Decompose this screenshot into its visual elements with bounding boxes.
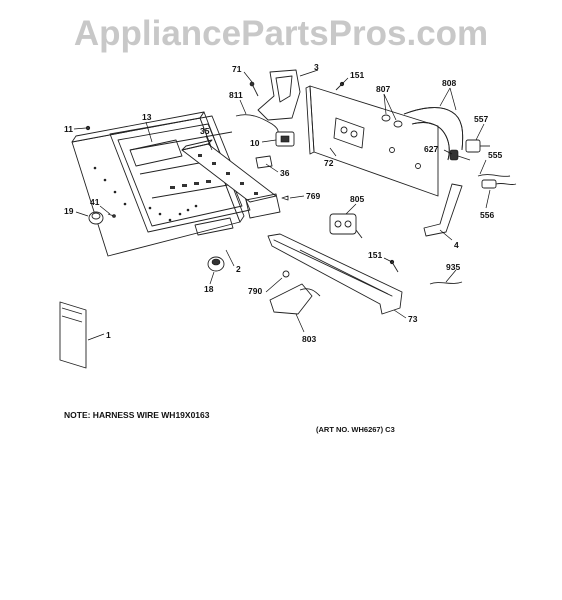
label-151-bottom: 151 — [368, 250, 382, 260]
part-790-clip — [282, 270, 290, 278]
label-555: 555 — [488, 150, 502, 160]
part-35-switch-board — [181, 139, 281, 219]
part-935-wire — [429, 281, 463, 285]
label-73: 73 — [408, 314, 418, 324]
label-811: 811 — [229, 90, 243, 100]
label-807: 807 — [376, 84, 390, 94]
label-3: 3 — [314, 62, 319, 72]
part-769-clip — [281, 195, 289, 201]
label-805: 805 — [350, 194, 364, 204]
label-151-top: 151 — [350, 70, 364, 80]
label-808: 808 — [442, 78, 456, 88]
part-72-back-panel — [305, 85, 439, 197]
part-555-wire — [477, 174, 511, 177]
part-10-switch — [275, 131, 295, 147]
part-18-knob — [207, 256, 225, 272]
part-41-knob-clip — [107, 213, 116, 218]
label-4: 4 — [454, 240, 459, 250]
label-2: 2 — [236, 264, 241, 274]
label-19: 19 — [64, 206, 74, 216]
part-13-control-panel — [71, 111, 245, 257]
label-803: 803 — [302, 334, 316, 344]
label-627: 627 — [424, 144, 438, 154]
part-627-valve — [449, 149, 471, 161]
label-1: 1 — [106, 330, 111, 340]
label-71: 71 — [232, 64, 242, 74]
label-72: 72 — [324, 158, 334, 168]
label-18: 18 — [204, 284, 214, 294]
leader-lines — [73, 69, 491, 341]
part-73-top-cover — [267, 233, 403, 315]
watermark-logo: AppliancePartsPros.com — [73, 14, 489, 53]
part-11-screw — [85, 125, 91, 131]
part-19-knob — [88, 211, 104, 225]
label-13: 13 — [142, 112, 152, 122]
label-790: 790 — [248, 286, 262, 296]
part-4-end-cap — [423, 183, 463, 237]
label-36: 36 — [280, 168, 290, 178]
label-10: 10 — [250, 138, 260, 148]
part-2-panel-frame — [109, 115, 251, 233]
label-11: 11 — [64, 124, 73, 134]
part-71-screw — [249, 81, 259, 97]
label-769: 769 — [306, 191, 320, 201]
part-556-sensor — [481, 179, 517, 189]
part-805-valve — [329, 213, 363, 239]
label-41: 41 — [90, 197, 100, 207]
part-803-module — [269, 283, 321, 315]
label-35: 35 — [200, 126, 210, 136]
part-808-hoses — [403, 107, 464, 161]
part-557-sensor — [465, 139, 490, 153]
part-3-bracket — [257, 69, 301, 121]
harness-note: NOTE: HARNESS WIRE WH19X0163 — [64, 410, 210, 420]
label-935: 935 — [446, 262, 460, 272]
part-1-manual — [59, 301, 87, 369]
label-557: 557 — [474, 114, 488, 124]
art-number: (ART NO. WH6267) C3 — [316, 425, 395, 434]
part-807-grommets — [381, 114, 403, 128]
label-556: 556 — [480, 210, 494, 220]
